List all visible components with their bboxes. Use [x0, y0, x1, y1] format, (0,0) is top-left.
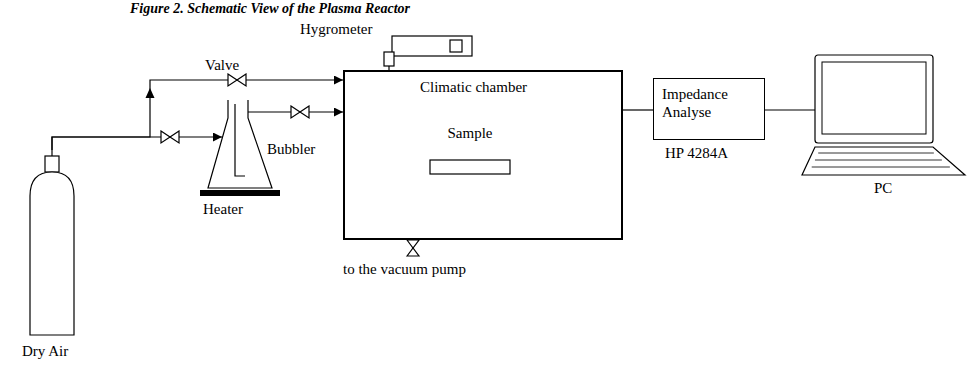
valve-half	[407, 248, 419, 256]
cylinder-body	[30, 172, 74, 335]
flow-arrow	[146, 88, 155, 98]
valve-symbol	[291, 106, 309, 118]
valve-half	[170, 131, 179, 143]
flask-outline	[208, 100, 272, 188]
cylinder-outlet	[51, 150, 52, 156]
climatic-chamber: Climatic chamberSample	[343, 70, 623, 240]
node-label: Sample	[430, 124, 510, 142]
pipe-connector	[52, 80, 343, 150]
node-label: Heater	[203, 200, 243, 218]
hygrometer-display	[450, 40, 462, 52]
node-label: Impedance Analyse	[654, 79, 764, 127]
analyzer-box: Impedance Analyse	[653, 78, 765, 140]
cylinder-valve	[45, 156, 59, 172]
gas-cylinder-outline	[5, 150, 85, 362]
hygrometer-body	[392, 36, 472, 56]
node-label: HP 4284A	[665, 144, 728, 162]
impedance-analyzer: Impedance Analyse HP 4284A	[653, 78, 765, 166]
key-row	[815, 160, 942, 161]
sample-plate	[430, 160, 510, 174]
laptop-pc: PC	[800, 55, 970, 200]
hygrometer-probe	[384, 52, 394, 66]
heater-plate: Heater	[195, 188, 285, 222]
heater-plate-shape	[200, 190, 280, 196]
valve-symbol	[161, 131, 179, 143]
laptop-keyboard	[802, 147, 965, 175]
node-label: Hygrometer	[300, 20, 372, 38]
pipe-connector	[52, 137, 222, 150]
node-label: Dry Air	[5, 342, 85, 360]
valve-symbol	[228, 74, 246, 86]
valve-half	[237, 74, 246, 86]
bubbler-tube	[235, 104, 245, 176]
valve-symbol	[407, 240, 419, 256]
valve-half	[407, 240, 419, 248]
annotation-label: Valve	[205, 56, 239, 74]
node-label: Bubbler	[267, 140, 315, 158]
hygrometer: Hygrometer	[298, 14, 478, 74]
node-label: Climatic chamber	[420, 78, 527, 96]
valve-half	[161, 131, 170, 143]
pipe-connector	[765, 109, 815, 110]
laptop-screen	[815, 55, 933, 143]
pipe-connector	[623, 109, 653, 110]
gas-cylinder: Dry Air	[5, 150, 89, 362]
keyboard-keys	[812, 153, 950, 167]
valve-half	[300, 106, 309, 118]
valve-half	[291, 106, 300, 118]
node-label: PC	[874, 179, 892, 197]
laptop-pc-outline	[800, 55, 970, 200]
annotation-label: to the vacuum pump	[343, 260, 466, 278]
bubbler-flask: Bubbler	[205, 98, 330, 190]
valve-half	[228, 74, 237, 86]
laptop-display	[822, 62, 926, 134]
figure-title: Figure 2. Schematic View of the Plasma R…	[130, 0, 410, 18]
key-row	[818, 153, 934, 154]
sample: Sample	[430, 124, 514, 176]
key-row	[812, 167, 950, 168]
